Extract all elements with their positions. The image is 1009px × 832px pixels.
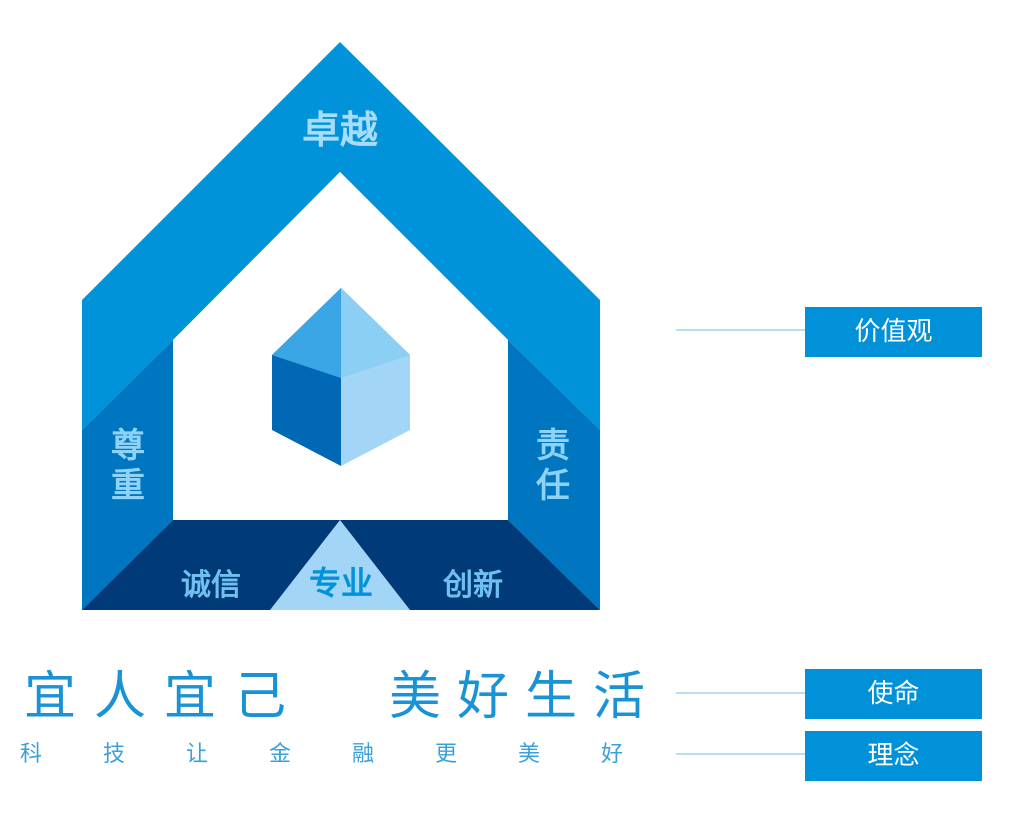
right-wall-label-1: 责: [536, 426, 570, 466]
right-wall-label-2: 任: [536, 466, 570, 506]
left-wall-label-1: 尊: [111, 426, 145, 466]
philosophy-slogan: 科技让金融更美好: [20, 742, 685, 767]
base-left-label: 诚信: [181, 568, 241, 603]
philosophy-connector: [676, 753, 806, 755]
mission-slogan: 宜人宜己 美好生活: [24, 662, 664, 732]
mission-connector: [676, 692, 806, 694]
mission-slogan-left: 宜人宜己: [24, 667, 305, 727]
base-center-label: 专业: [309, 564, 373, 602]
base-right-label: 创新: [442, 568, 503, 603]
roof-band: [82, 42, 600, 430]
left-wall-label-2: 重: [111, 466, 145, 506]
philosophy-label: 理念: [805, 731, 982, 781]
values-label: 价值观: [805, 307, 982, 357]
values-connector: [676, 329, 806, 331]
mission-label: 使命: [805, 669, 982, 719]
cube-icon: [272, 288, 410, 466]
base-center-triangle: [270, 520, 410, 610]
roof-label: 卓越: [302, 108, 379, 152]
mission-slogan-right: 美好生活: [389, 667, 662, 727]
